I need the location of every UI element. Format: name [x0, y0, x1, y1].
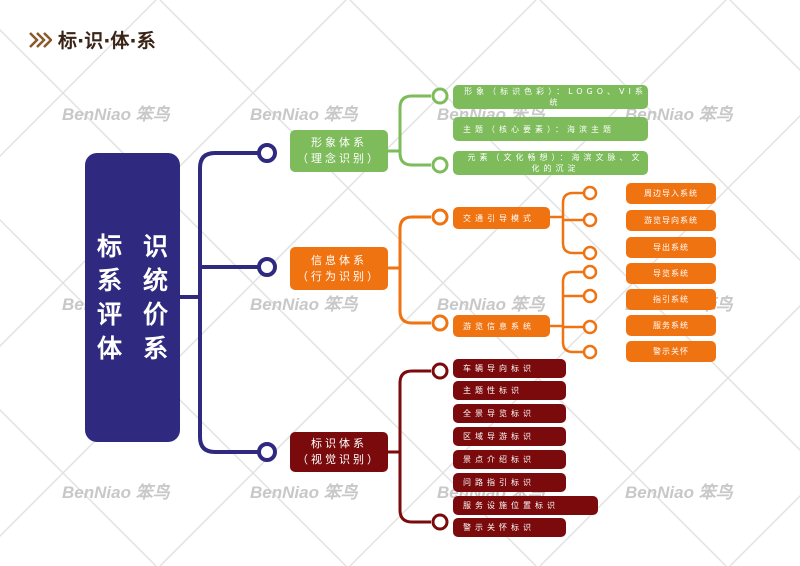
sign-item: 问路指引标识 [453, 473, 566, 492]
sign-item: 全景导览标识 [453, 404, 566, 423]
background-line [539, 304, 800, 566]
title-text: 标·识·体·系 [58, 30, 156, 52]
watermark: BenNiao 笨鸟 [62, 483, 170, 502]
node-circle-icon [431, 314, 449, 332]
sign-item: 主题性标识 [453, 381, 566, 400]
node-circle-icon [582, 344, 598, 360]
background-line [0, 0, 157, 158]
sign-item: 警示关怀标识 [453, 518, 566, 537]
info-subitem: 导览系统 [626, 263, 716, 284]
root-char: 系 [97, 265, 123, 295]
connector [388, 94, 431, 167]
sign-item: 车辆导向标识 [453, 359, 566, 378]
root-char: 标 [97, 231, 123, 261]
info-subitem: 服务系统 [626, 315, 716, 336]
page-title: 标·识·体·系 [28, 26, 156, 53]
node-circle-icon [257, 442, 277, 462]
node-title: 标识体系 [311, 437, 367, 450]
node-circle-icon [431, 87, 449, 105]
root-node: 标识 系统 评价 体系 [85, 153, 180, 442]
root-char: 价 [142, 299, 168, 329]
node-circle-icon [582, 212, 598, 228]
watermark: BenNiao 笨鸟 [625, 105, 733, 124]
node-circle-icon [582, 288, 598, 304]
node-circle-icon [431, 513, 449, 531]
node-circle-icon [431, 156, 449, 174]
node-subtitle: （视觉识别） [297, 453, 381, 466]
node-circle-icon [257, 143, 277, 163]
root-char: 体 [97, 333, 123, 363]
info-subitem: 周边导入系统 [626, 183, 716, 204]
connector [388, 369, 431, 524]
node-circle-icon [582, 185, 598, 201]
image-item: 元素（文化畅想）：海滨文脉、文化的沉淀 [453, 151, 648, 175]
node-circle-icon [431, 208, 449, 226]
background-line [0, 0, 347, 348]
node-circle-icon [257, 257, 277, 277]
info-subitem: 指引系统 [626, 289, 716, 310]
sign-item: 服务设施位置标识 [453, 496, 598, 515]
node-subtitle: （理念识别） [297, 152, 381, 165]
root-char: 系 [142, 333, 168, 363]
watermark: BenNiao 笨鸟 [625, 483, 733, 502]
watermark: BenNiao 笨鸟 [250, 105, 358, 124]
connector [180, 151, 258, 454]
watermark: BenNiao 笨鸟 [250, 295, 358, 314]
image-item: 形象（标识色彩）：LOGO、VI系统 [453, 85, 648, 109]
node-circle-icon [582, 319, 598, 335]
connector [550, 270, 583, 354]
chevrons-icon [29, 31, 52, 48]
info-subitem: 警示关怀 [626, 341, 716, 362]
watermark: BenNiao 笨鸟 [250, 483, 358, 502]
background-line [0, 408, 157, 566]
sign-item: 景点介绍标识 [453, 450, 566, 469]
node-title: 形象体系 [311, 136, 367, 149]
connector [550, 191, 583, 255]
node-title: 信息体系 [311, 253, 367, 267]
connector [388, 215, 431, 325]
node-sign-system: 标识体系 （视觉识别） [290, 432, 388, 472]
watermark: BenNiao 笨鸟 [62, 105, 170, 124]
root-char: 识 [142, 231, 168, 261]
node-circle-icon [431, 362, 449, 380]
sign-item: 区域导游标识 [453, 427, 566, 446]
image-item: 主题（核心要素）：海滨主题 [453, 117, 648, 141]
info-item: 交通引导模式 [453, 207, 550, 229]
info-item: 游览信息系统 [453, 315, 550, 337]
node-info-system: 信息体系 （行为识别） [290, 247, 388, 290]
info-subitem: 游览导向系统 [626, 210, 716, 231]
info-subitem: 导出系统 [626, 237, 716, 258]
node-circle-icon [582, 264, 598, 280]
root-char: 评 [97, 299, 123, 329]
node-subtitle: （行为识别） [297, 269, 381, 283]
root-char: 统 [142, 265, 168, 295]
node-image-system: 形象体系 （理念识别） [290, 130, 388, 172]
node-circle-icon [582, 245, 598, 261]
watermark: BenNiao 笨鸟 [437, 295, 545, 314]
